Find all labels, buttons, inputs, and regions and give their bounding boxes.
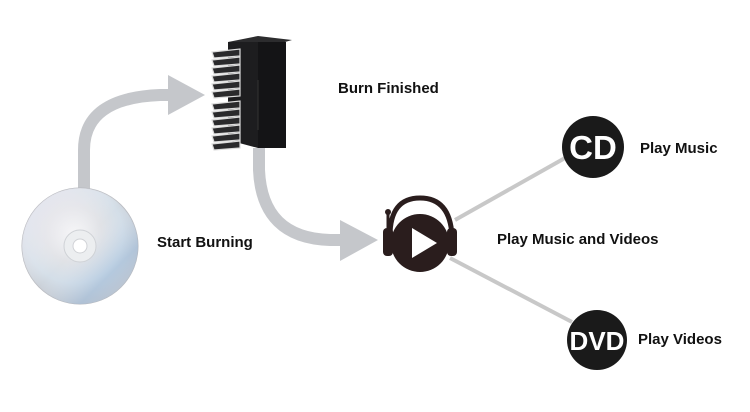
disc-tray — [211, 108, 241, 119]
cd-badge-icon: CD — [562, 116, 624, 178]
label-burn-finished: Burn Finished — [338, 80, 439, 97]
dvd-badge-icon: DVD — [567, 310, 627, 370]
disc-duplicator-tower-icon — [211, 36, 292, 151]
disc-tray — [211, 56, 241, 67]
disc-tray — [211, 80, 241, 91]
label-play-music: Play Music — [640, 140, 718, 157]
dvd-badge-text: DVD — [570, 326, 625, 356]
label-start-burning: Start Burning — [157, 234, 253, 251]
headphone-play-icon — [383, 195, 457, 272]
connector-to-cd — [454, 156, 566, 222]
arrow-burn-to-play — [253, 148, 378, 261]
disc-tray — [211, 48, 241, 59]
play-icon — [412, 228, 437, 258]
disc-tray — [211, 64, 241, 75]
disc-icon — [21, 187, 139, 305]
disc-tray — [211, 72, 241, 83]
disc-tray — [211, 88, 241, 99]
disc-tray — [211, 140, 241, 151]
arrow-start-to-burn — [78, 75, 205, 192]
disc-tray — [211, 116, 241, 127]
label-play-music-and-videos: Play Music and Videos — [497, 231, 659, 248]
label-play-videos: Play Videos — [638, 331, 722, 348]
disc-tray — [211, 124, 241, 135]
disc-tray — [211, 132, 241, 143]
cd-badge-text: CD — [569, 129, 617, 166]
disc-tray — [211, 100, 241, 111]
connector-to-dvd — [449, 256, 573, 324]
